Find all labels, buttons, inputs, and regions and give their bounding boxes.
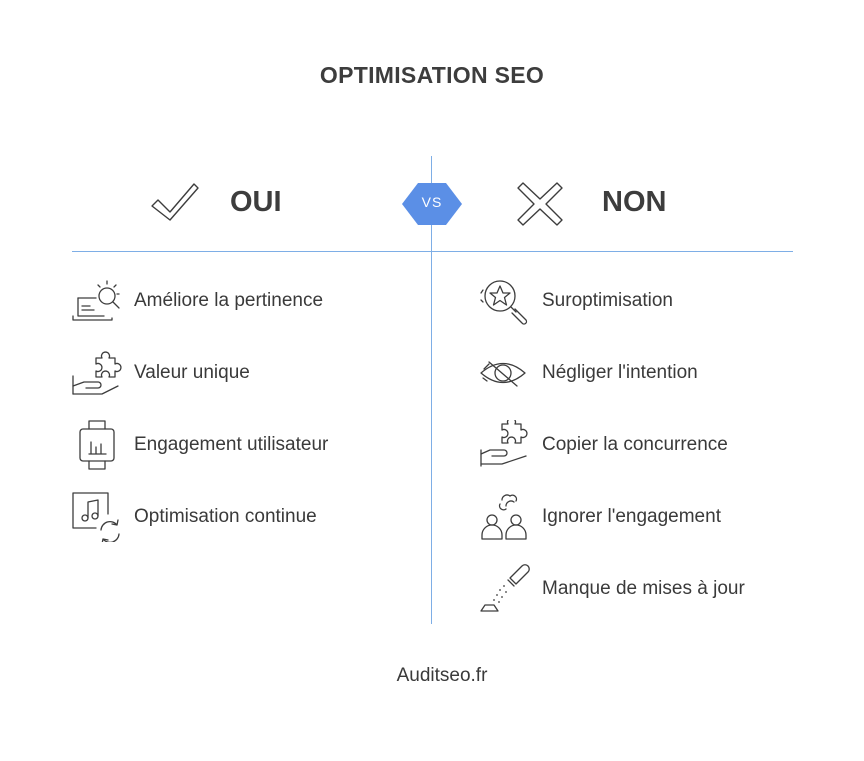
- yes-item-label: Améliore la pertinence: [134, 290, 324, 311]
- yes-item-label: Engagement utilisateur: [134, 434, 329, 455]
- no-item: Ignorer l'engagement: [480, 492, 721, 542]
- salt-shaker-icon: [480, 564, 530, 612]
- no-item: Copier la concurrence: [480, 420, 728, 470]
- yes-item: Engagement utilisateur: [72, 420, 328, 470]
- no-heading: NON: [602, 186, 667, 218]
- no-item: Négliger l'intention: [480, 348, 698, 398]
- no-item: Suroptimisation: [480, 276, 673, 326]
- vs-badge-icon: [402, 183, 462, 225]
- checkmark-icon: [151, 183, 199, 221]
- star-search-icon: [480, 280, 528, 325]
- yes-heading: OUI: [230, 186, 282, 218]
- vertical-divider: [431, 156, 432, 624]
- no-item-label: Manque de mises à jour: [542, 578, 745, 599]
- page-title: OPTIMISATION SEO: [319, 62, 545, 88]
- hand-puzzle-icon: [72, 351, 122, 395]
- no-item-label: Copier la concurrence: [542, 434, 728, 455]
- hand-puzzle-icon: [480, 420, 528, 467]
- smartwatch-chart-icon: [79, 420, 115, 470]
- horizontal-divider: [72, 251, 793, 252]
- no-item-label: Suroptimisation: [542, 290, 673, 311]
- no-item-label: Négliger l'intention: [542, 362, 698, 383]
- no-item: Manque de mises à jour: [480, 564, 745, 614]
- yes-item: Optimisation continue: [72, 492, 317, 542]
- vs-label: VS: [421, 194, 443, 210]
- yes-item-label: Valeur unique: [134, 362, 250, 383]
- cross-icon: [517, 182, 563, 226]
- users-link-icon: [481, 494, 527, 540]
- laptop-search-icon: [72, 280, 120, 321]
- yes-item: Améliore la pertinence: [72, 276, 323, 326]
- no-item-label: Ignorer l'engagement: [542, 506, 721, 527]
- eye-slash-icon: [480, 361, 526, 387]
- footer-source: Auditseo.fr: [396, 665, 488, 686]
- music-refresh-icon: [72, 492, 120, 542]
- yes-item: Valeur unique: [72, 348, 250, 398]
- yes-item-label: Optimisation continue: [134, 506, 317, 527]
